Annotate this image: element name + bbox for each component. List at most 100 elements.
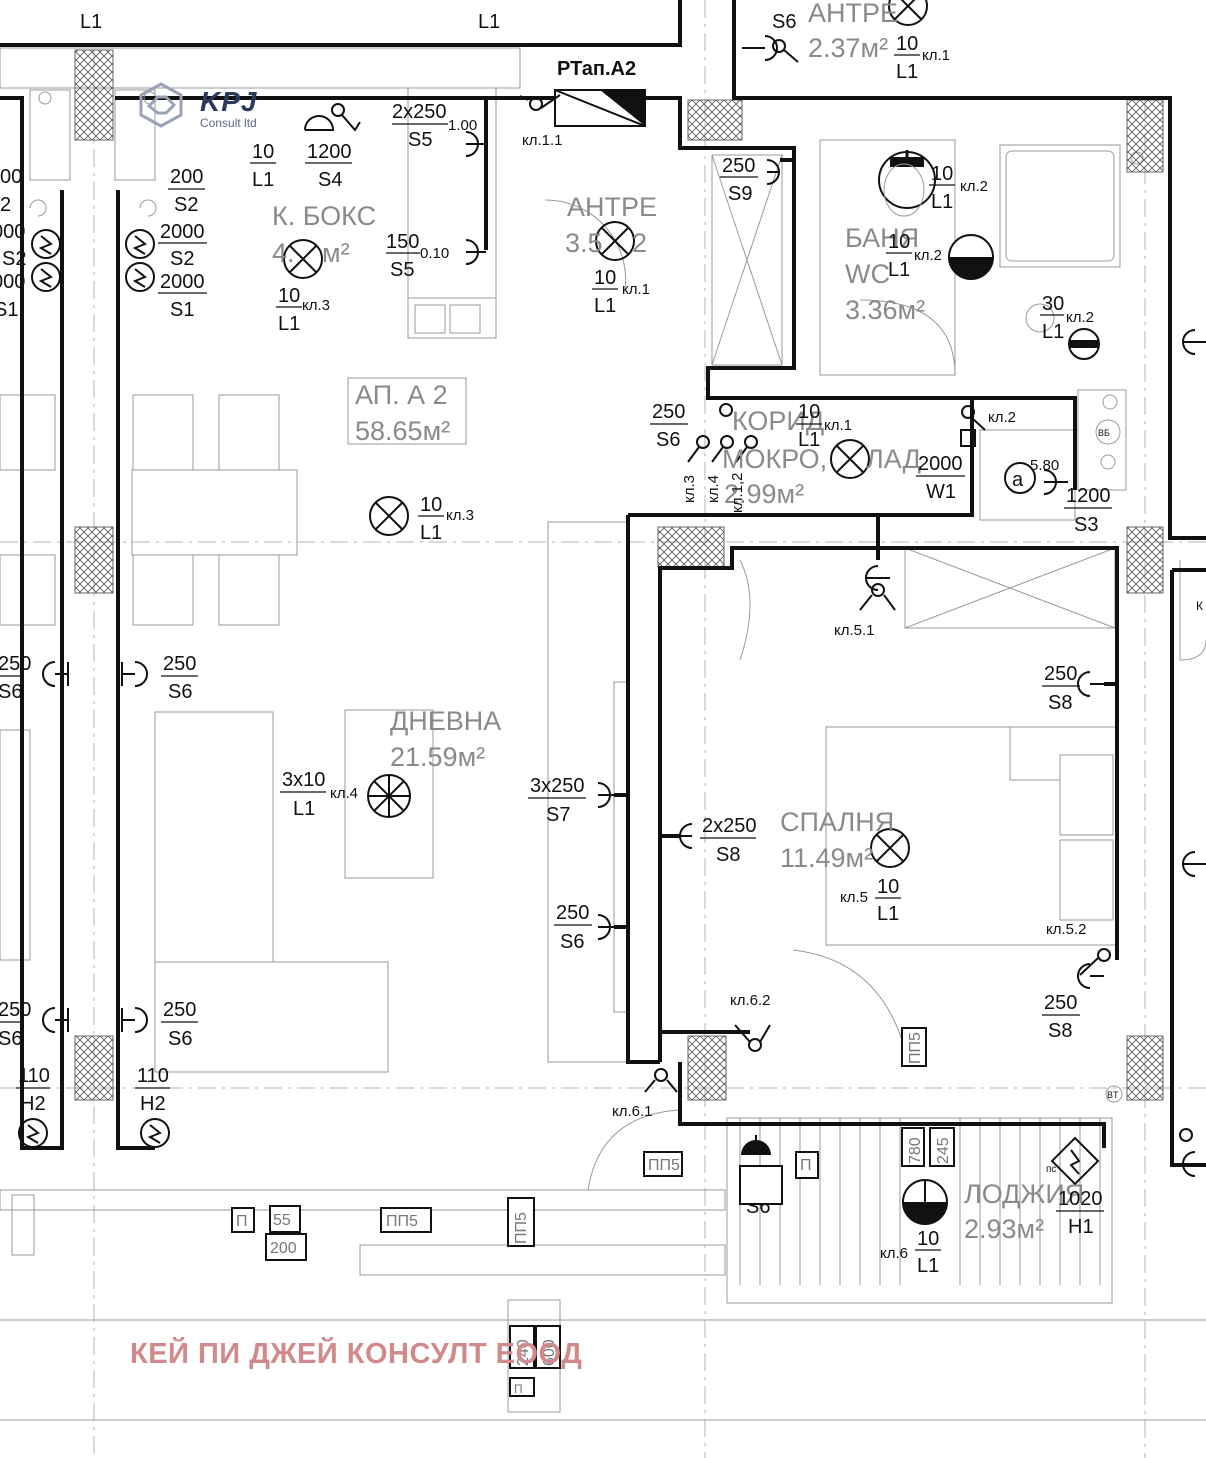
circuit-label: кл.1 [622, 281, 650, 298]
circuit-label: 10 [896, 33, 918, 55]
box-label: 55 [273, 1212, 291, 1229]
circuit-label: L1 [1042, 321, 1064, 343]
circuit-label: кл.5.1 [834, 622, 875, 639]
room-area-bath: 3.36м² [845, 295, 925, 325]
light-fixture-icon [830, 439, 870, 479]
light-fixture-icon [369, 496, 409, 536]
ceiling-lamp-icon [878, 150, 936, 209]
circuit-label: 10 [931, 163, 953, 185]
wall-lamp-icon [1068, 328, 1100, 360]
light-fixture-icon [870, 828, 910, 868]
panel-label: РТап.А2 [557, 58, 636, 80]
circuit-label: L1 [293, 798, 315, 820]
svg-text:а: а [1012, 469, 1024, 491]
circuit-label: S8 [1048, 692, 1072, 714]
distribution-panel: РТап.А2 [554, 58, 646, 127]
box-label: ПП5 [513, 1212, 530, 1244]
room-area-antre: 3.5 [565, 228, 603, 258]
circuit-label: S6 [0, 1028, 22, 1050]
room-area-antre-top: 2.37м² [808, 33, 888, 63]
room-area-bedroom: 11.49м² [780, 843, 873, 873]
circuit-label: S7 [546, 804, 570, 826]
circuit-label: 110 [137, 1065, 169, 1087]
circuit-label: 2 [0, 194, 11, 216]
heater-icon [18, 1118, 48, 1148]
circuit-label: 10 [420, 494, 442, 516]
switches [331, 39, 1193, 1142]
circuit-label: L1 [594, 295, 616, 317]
light-fixture-icon [595, 221, 635, 261]
circuit-label: L1 [478, 11, 500, 33]
circuit-label: кл.3 [446, 507, 474, 524]
marker-boxes: ПП5 ПП5 ПП5 ПП5 П П 55 200 780 245 240 6… [231, 1027, 955, 1397]
box-label: П [514, 1382, 523, 1396]
box-label: 600 [541, 1339, 558, 1366]
circuit-label: S6 [168, 1028, 192, 1050]
heater-icon [140, 1118, 170, 1148]
room-area-corridor: 2.99м² [724, 479, 804, 509]
circuit-label: кл.3 [681, 475, 698, 503]
box-label: П [236, 1213, 248, 1230]
room-area-living: 21.59м² [390, 742, 485, 772]
circuit-label: 150 [386, 231, 419, 253]
circuit-label: L1 [252, 169, 274, 191]
room-name-kbox: К. БОКС [272, 201, 376, 231]
boiler-icon: а [1004, 462, 1036, 494]
circuit-label: 3x10 [282, 769, 325, 791]
circuit-label: 3x250 [530, 775, 585, 797]
circuit-label: 110 [18, 1065, 50, 1087]
box-label: ПП5 [907, 1032, 924, 1064]
circuit-label: кл.5.2 [1046, 921, 1087, 938]
circuit-label: К [1196, 599, 1203, 613]
circuit-label: S8 [1048, 1020, 1072, 1042]
circuit-label: 000 [0, 221, 25, 243]
circuit-label: кл.1.1 [522, 132, 563, 149]
circuit-label: W1 [926, 481, 956, 503]
circuit-label: 250 [0, 653, 31, 675]
circuit-label: S4 [318, 169, 342, 191]
room-name-corridor-2: МОКРО, [722, 444, 827, 474]
circuit-label: S6 [656, 429, 680, 451]
circuit-label: кл.2 [960, 178, 988, 195]
company-watermark: КЕЙ ПИ ДЖЕЙ КОНСУЛТ ЕООД [130, 1338, 583, 1370]
circuit-label: S6 [0, 681, 22, 703]
circuit-label: ВБ [1098, 428, 1110, 438]
circuit-label: S8 [716, 844, 740, 866]
room-area-antre-tail: 2 [632, 228, 647, 258]
circuit-label: 1200 [1066, 485, 1111, 507]
circuit-label: 250 [163, 999, 196, 1021]
box-label: 780 [907, 1137, 924, 1164]
circuit-label: пс [1046, 1164, 1056, 1175]
circuit-label: 10 [278, 285, 300, 307]
circuit-label: 2x250 [392, 101, 447, 123]
circuit-label: 00 [0, 166, 22, 188]
water-heater-icon [1050, 1136, 1100, 1186]
circuit-label: L1 [877, 903, 899, 925]
circuit-label: 10 [917, 1228, 939, 1250]
circuit-label: L1 [931, 191, 953, 213]
circuit-label: S2 [2, 248, 26, 270]
light-fixture-icon [888, 0, 928, 26]
circuit-label: 1.00 [448, 117, 477, 134]
circuit-label: 2000 [160, 221, 205, 243]
heater-icon [125, 262, 155, 292]
circuit-label: S1 [170, 299, 194, 321]
box-label: ПП5 [386, 1213, 418, 1230]
logo-subtitle: Consult ltd [200, 116, 257, 130]
circuit-label: S9 [728, 183, 752, 205]
room-name-living: ДНЕВНА [390, 706, 501, 736]
circuit-label: 1200 [307, 141, 352, 163]
circuit-label: 2000 [160, 271, 205, 293]
circuit-label: кл.1 [922, 47, 950, 64]
wall-lamp-icon [948, 234, 994, 280]
circuit-label: кл.4 [705, 475, 722, 503]
circuit-label: 10 [877, 876, 899, 898]
apartment-area: 58.65м² [355, 416, 450, 446]
room-area-kbox: 4. [272, 238, 295, 268]
structural-columns [74, 49, 1164, 1101]
circuit-label: кл.6.2 [730, 992, 771, 1009]
circuit-label: S5 [390, 259, 414, 281]
box-label: 200 [270, 1240, 297, 1257]
heater-icon [31, 262, 61, 292]
